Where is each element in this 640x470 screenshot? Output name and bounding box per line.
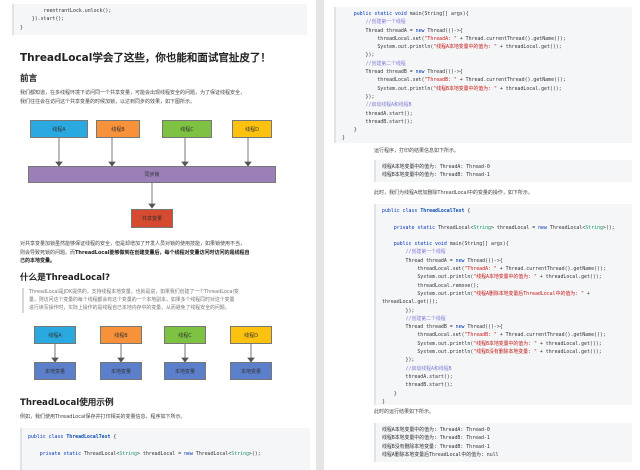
quote-line: 进行读写操作时，实际上操作的是线程自己本地内存中的变量，从而避免了线程安全的问题… xyxy=(29,305,230,312)
article-title: ThreadLocal学会了这些，你也能和面试官扯皮了！ xyxy=(20,52,271,64)
blockquote-definition: ThreadLocal是JDK提供的，支持线程本地变量。也就是说，如果我们创建了… xyxy=(22,288,312,313)
code-line: //创建第一个线程 xyxy=(405,249,446,256)
thread-a-box: 线程A xyxy=(34,326,76,344)
section-heading-preface: 前言 xyxy=(20,74,38,84)
code-line: //创建第一个线程 xyxy=(365,19,406,26)
code-line: System.out.println("线程A本地变量中的值为: " + thr… xyxy=(342,44,562,51)
code-line: threadLocal.remove(); xyxy=(382,282,480,289)
quote-line: 量，则访问这个变量的每个线程都会有这个变量的一个本地副本。如果多个线程同时对这个… xyxy=(29,297,235,304)
section-heading-what-is-threadlocal: 什么是ThreadLocal? xyxy=(20,273,110,283)
paragraph-line: 我们往往会在访问这个共享变量的时候加锁，以达到同步的效果，如下图所示。 xyxy=(20,98,196,105)
code-line: threadLocal.set("ThreadA: " + Thread.cur… xyxy=(342,35,566,42)
code-line: public class ThreadLocalTest { xyxy=(28,434,117,440)
code-line: //创建第二个线程 xyxy=(365,60,406,67)
local-variable-box-c: 本地变量 xyxy=(164,362,206,380)
paragraph-line: 对共享变量加锁虽然能够保证线程的安全，但是却增加了开发人员对锁的使用技能，如果锁… xyxy=(20,241,246,247)
code-line: threadLocal.set("ThreadA: " + Thread.cur… xyxy=(382,266,606,273)
code-line: }); xyxy=(342,93,375,100)
code-line: System.out.println("线程B本地变量中的值为: " + thr… xyxy=(382,340,602,347)
code-line xyxy=(28,441,304,449)
paragraph-add-remove: 此时，我们为线程A增加删除ThreadLocal中的变量的操作，如下所示。 xyxy=(374,190,533,196)
diagram-arrows xyxy=(55,137,252,209)
output-block-second-run: 线程A本地变量中的值为: ThreadA: Thread-0 线程B本地变量中的值… xyxy=(374,423,632,462)
code-line: } xyxy=(20,24,23,31)
thread-c-box: 线程C xyxy=(162,120,212,138)
code-line: }).start(); xyxy=(20,16,65,23)
code-line: private static ThreadLocal<String> threa… xyxy=(393,224,615,231)
diagram-arrows xyxy=(51,344,255,363)
thread-d-box: 线程D xyxy=(232,120,272,138)
code-block-top: reentrantLock.unlock(); }).start();} xyxy=(12,4,307,35)
paragraph-line: 己的本地变量。 xyxy=(20,258,56,264)
output-block-first-run: 线程A本地变量中的值为: ThreadA: Thread-0 线程B本地变量中的值… xyxy=(374,160,632,182)
thread-b-box: 线程B xyxy=(96,120,140,138)
local-variable-box-b: 本地变量 xyxy=(100,362,142,380)
left-page: reentrantLock.unlock(); }).start();} Thr… xyxy=(0,0,316,470)
code-line: 线程A本地变量中的值为: ThreadA: Thread-0 xyxy=(382,164,490,170)
thread-b-box: 线程B xyxy=(100,326,142,344)
code-line: //启动线程A和线程B xyxy=(405,365,452,372)
thread-c-box: 线程C xyxy=(164,326,206,344)
local-variable-box-d: 本地变量 xyxy=(230,362,272,380)
shared-variable-box: 共享变量 xyxy=(131,209,173,228)
code-line: threadA.start(); xyxy=(382,373,453,380)
code-line: } xyxy=(382,398,385,405)
local-variable-diagram: 线程A 线程B 线程C 线程D 本地变量 本地变量 本地变量 本地变量 xyxy=(0,322,316,384)
code-line: threadB.start(); xyxy=(382,382,453,389)
code-line: Thread threadA = new Thread(()->{ xyxy=(382,257,503,264)
sync-lock-bar: 同步锁 xyxy=(28,166,276,183)
code-line: threadLocal.set("ThreadB: " + Thread.cur… xyxy=(342,77,566,84)
paragraph-line: 则会导致死锁的问题。而ThreadLocal能够做到在创建变量后，每个线程对变量… xyxy=(20,249,250,256)
paragraph-preface: 我们都知道，在多线程环境下访问同一个共享变量，可能会出现线程安全的问题，为了保证… xyxy=(20,89,310,106)
code-line: System.out.println("线程A删除本地变量后ThreadLoca… xyxy=(382,290,590,297)
code-line xyxy=(382,232,626,240)
code-line: } xyxy=(382,390,397,397)
code-line: 线程B本地变量中的值为: ThreadB: Thread-1 xyxy=(382,172,490,179)
code-line: Thread threadA = new Thread(()->{ xyxy=(342,27,463,34)
code-line: Thread threadB = new Thread(()->{ xyxy=(342,69,463,76)
paragraph-line: 我们都知道，在多线程环境下访问同一个共享变量，可能会出现线程安全的问题，为了保证… xyxy=(20,90,246,96)
code-line: threadLocal.get()); xyxy=(382,299,438,306)
code-line: reentrantLock.unlock(); xyxy=(20,8,112,14)
code-line: threadB.start(); xyxy=(342,118,413,125)
code-line: System.out.println("线程B没有删除本地变量: " + thr… xyxy=(382,349,602,356)
section-heading-usage-example: ThreadLocal使用示例 xyxy=(20,398,114,408)
thread-d-box: 线程D xyxy=(230,326,272,344)
code-line: } xyxy=(342,127,357,134)
code-line: //创建第二个线程 xyxy=(405,315,446,322)
right-page: public static void main(String[] args){ … xyxy=(324,0,640,470)
code-line: threadA.start(); xyxy=(342,110,413,117)
code-block-main-method: public static void main(String[] args){ … xyxy=(334,7,632,143)
code-line: 线程B本地变量中的值为: ThreadB: Thread-1 xyxy=(382,435,490,442)
code-line: 线程A本地变量中的值为: ThreadA: Thread-0 xyxy=(382,427,490,433)
local-variable-box-a: 本地变量 xyxy=(34,362,76,380)
code-line: 线程A删除本地变量后ThreadLocal中的值为: null xyxy=(382,451,499,458)
code-block-example-start: public class ThreadLocalTest { private s… xyxy=(20,428,310,470)
code-line: public static void main(String[] args){ xyxy=(353,11,469,17)
code-line: Thread threadB = new Thread(()->{ xyxy=(382,324,503,331)
code-line: System.out.println("线程B本地变量中的值为: " + thr… xyxy=(342,85,562,92)
code-line: }); xyxy=(382,307,415,314)
quote-line: ThreadLocal是JDK提供的，支持线程本地变量。也就是说，如果我们创建了… xyxy=(29,289,239,295)
code-line: }); xyxy=(342,52,375,59)
code-line: threadLocal.set("ThreadB: " + Thread.cur… xyxy=(382,332,606,339)
paragraph-usage-intro: 例如，我们使用ThreadLocal保存并打印相关的变量信息，程序如下所示。 xyxy=(20,414,186,420)
code-line: 线程B没有删除本地变量: ThreadB: Thread-1 xyxy=(382,443,490,450)
code-block-with-remove: public class ThreadLocalTest { private s… xyxy=(374,204,632,405)
code-line: private static ThreadLocal<String> threa… xyxy=(39,450,261,457)
code-line: }); xyxy=(382,357,415,364)
code-line: public class ThreadLocalTest { xyxy=(382,208,471,214)
code-line: System.out.println("线程A本地变量中的值为: " + thr… xyxy=(382,274,602,281)
code-line: public static void main(String[] args){ xyxy=(393,241,509,248)
code-line: //启动线程A和线程B xyxy=(365,102,412,109)
paragraph-run-result-2: 此时的运行结果如下所示。 xyxy=(374,409,435,415)
paragraph-lock-issue: 对共享变量加锁虽然能够保证线程的安全，但是却增加了开发人员对锁的使用技能，如果锁… xyxy=(20,240,312,266)
thread-a-box: 线程A xyxy=(30,120,88,138)
code-line xyxy=(382,215,626,223)
paragraph-run-result: 运行程序，打印的结果信息如下所示。 xyxy=(374,148,460,154)
code-line: } xyxy=(342,135,345,142)
sync-lock-diagram: 线程A 线程B 线程C 线程D 同步锁 共享变量 xyxy=(0,115,316,235)
